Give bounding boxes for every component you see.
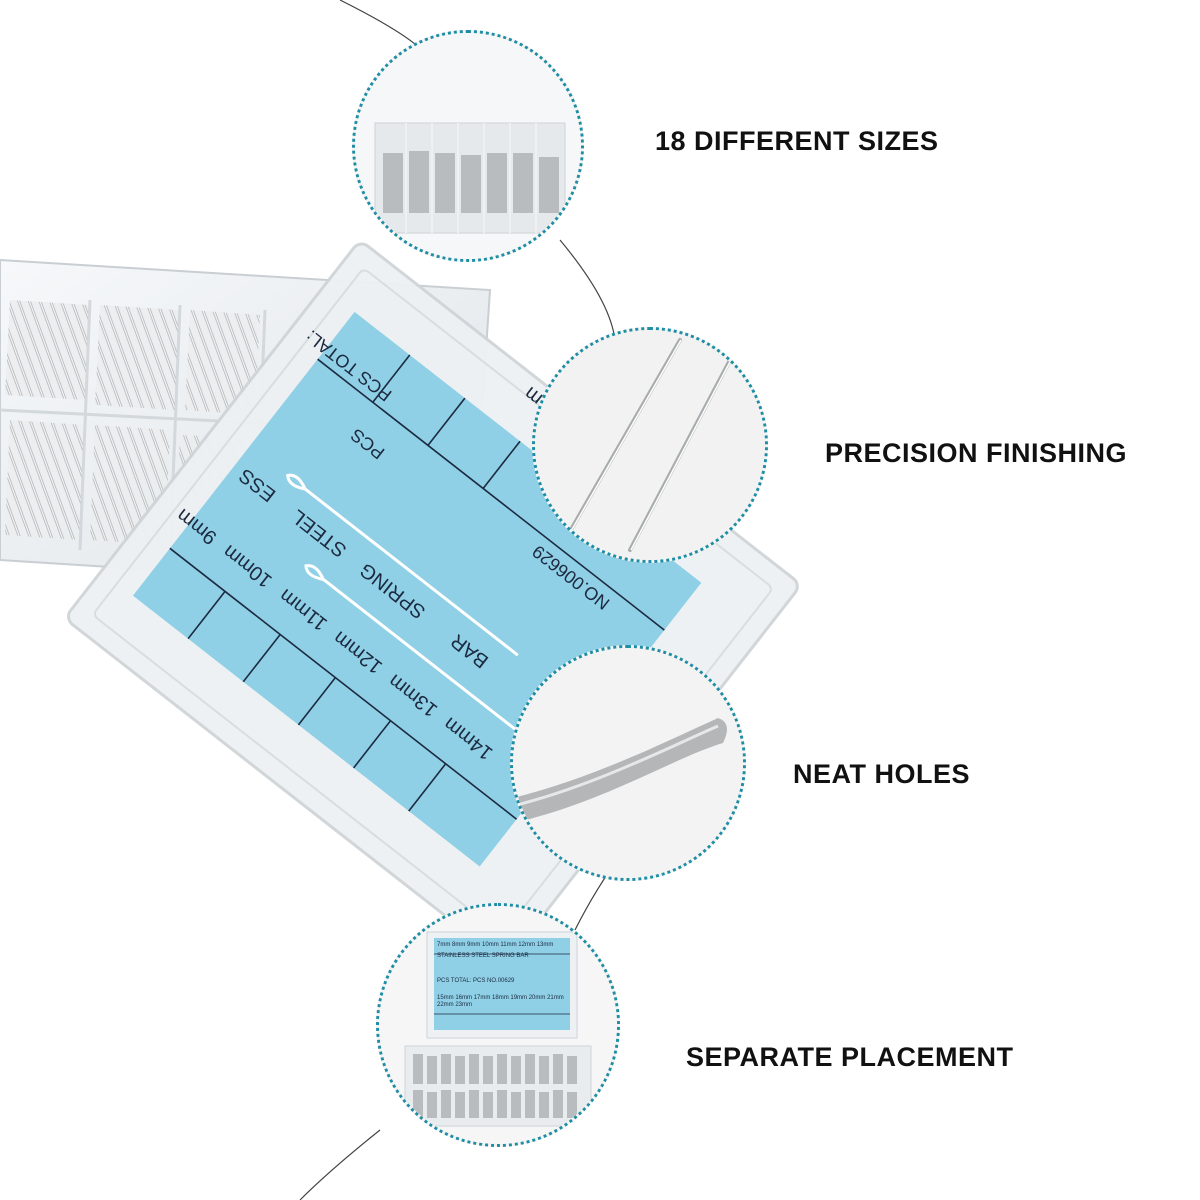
mini-size: 22mm <box>437 1002 454 1008</box>
mini-title-word: SPRING <box>491 953 515 959</box>
feature-label-placement: SEPARATE PLACEMENT <box>686 1042 1014 1072</box>
mini-title-word: STEEL <box>471 953 491 959</box>
detail-circle-holes <box>510 645 746 881</box>
feature-label-sizes: 18 DIFFERENT SIZES <box>655 126 939 156</box>
mini-pcs-total: PCS TOTAL: <box>437 978 472 984</box>
mini-size: 23mm <box>455 1002 473 1008</box>
detail-circle-precision <box>532 327 768 563</box>
mini-size: 12mm <box>518 942 535 948</box>
mini-size: 18mm <box>492 995 509 1001</box>
mini-size: 19mm <box>510 995 528 1001</box>
mini-size: 11mm <box>500 942 517 948</box>
mini-size: 17mm <box>473 995 491 1001</box>
pins-closeup <box>535 330 765 560</box>
tray-closeup <box>355 33 581 259</box>
mini-card-text: 7mm 8mm 9mm 10mm 11mm 12mm 13mm STAINLES… <box>437 942 567 1009</box>
mini-size: 10mm <box>482 942 499 948</box>
mini-number: NO.00629 <box>487 978 515 984</box>
feature-label-precision: PRECISION FINISHING <box>825 438 1128 468</box>
mini-size: 13mm <box>536 942 554 948</box>
mini-size: 15mm <box>437 995 454 1001</box>
mini-size: 9mm <box>467 942 481 948</box>
pin-hole-closeup <box>513 648 743 878</box>
mini-size: 7mm <box>437 942 451 948</box>
mini-size: 20mm <box>528 995 546 1001</box>
mini-size: 8mm <box>452 942 466 948</box>
detail-circle-sizes <box>352 30 584 262</box>
mini-size: 21mm <box>547 995 564 1001</box>
mini-pcs: PCS <box>473 978 486 984</box>
mini-size: 16mm <box>455 995 473 1001</box>
detail-circle-placement: 7mm 8mm 9mm 10mm 11mm 12mm 13mm STAINLES… <box>376 903 620 1147</box>
box-set-closeup <box>379 906 617 1144</box>
feature-label-holes: NEAT HOLES <box>793 759 971 789</box>
mini-title-word: STAINLESS <box>437 953 470 959</box>
mini-title-word: BAR <box>516 953 529 959</box>
pin-drawing-1 <box>286 473 530 741</box>
